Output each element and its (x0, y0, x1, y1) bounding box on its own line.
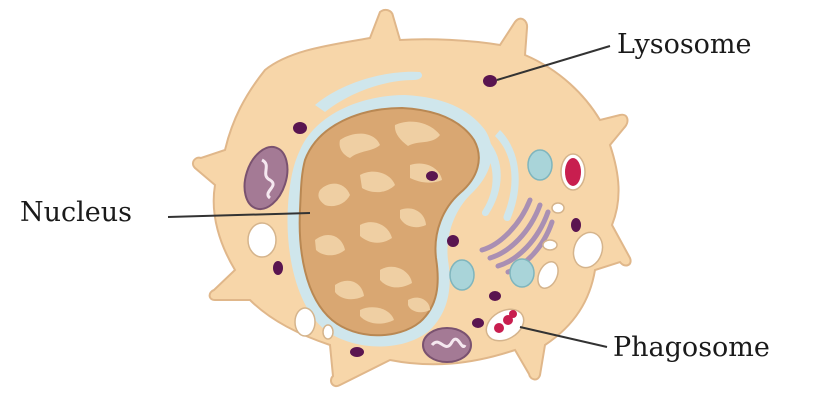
mitochondrion-bottom (423, 328, 471, 362)
vacuole-with-content (561, 154, 585, 190)
label-lysosome: Lysosome (617, 29, 752, 60)
label-nucleus: Nucleus (20, 197, 132, 228)
label-phagosome: Phagosome (613, 332, 770, 363)
